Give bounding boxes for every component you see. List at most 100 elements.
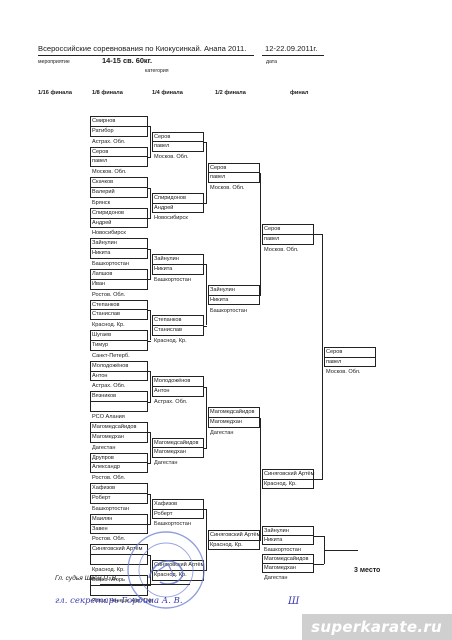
r16-join-1 — [150, 126, 151, 157]
sf-entry-4-firstname: Краснод. Кр. — [210, 541, 243, 548]
final-entry-2-surname: Синяговский Артём — [264, 470, 315, 477]
r16-entry-8-region: Санкт-Петерб. — [92, 352, 130, 359]
r16-entry-6-surname: Лапшов — [92, 271, 113, 277]
r16-entry-3-surname: Скачков — [92, 179, 114, 186]
r16-entry-4-surname: Спиридонов — [92, 209, 124, 216]
qf-entry-5-region: Астрах. Обл. — [154, 399, 188, 405]
r16-entry-3-region: Брянск — [92, 199, 111, 206]
qf-conn-6 — [204, 447, 207, 449]
third-entry-b-region: Дагестан — [264, 575, 288, 581]
r16-entry-13-divider — [90, 493, 148, 494]
qf-entry-3-region: Башкортостан — [154, 276, 191, 283]
final-conn-1 — [314, 234, 323, 236]
qf-entry-8-firstname: Краснод. Кр. — [154, 571, 187, 578]
qf-entry-5-divider — [152, 386, 204, 387]
qf-entry-5-firstname: Антон — [154, 388, 170, 395]
r16-entry-12-firstname: Александр — [92, 464, 120, 471]
sf-join-1 — [260, 172, 261, 296]
r16-entry-5-region: Башкортостан — [92, 261, 129, 267]
r16-entry-16-region: Ямал. Ненецк. Авт. Окр — [92, 597, 154, 604]
r16-entry-3-divider — [90, 187, 148, 188]
r16-entry-3-firstname: Валерий — [92, 189, 115, 195]
r16-entry-14-region: Ростов. Обл. — [92, 536, 126, 543]
r16-entry-15-surname: Синяговский Артём — [92, 546, 143, 553]
round-1-8: 1/8 финала — [92, 90, 123, 96]
sf-conn-2 — [260, 295, 261, 296]
r16-conn-2 — [148, 156, 151, 158]
final-entry-2-divider — [262, 478, 314, 480]
third-conn-a — [314, 535, 324, 537]
title-underline — [38, 55, 254, 56]
r16-entry-13-firstname: Роберт — [92, 495, 111, 501]
r16-join-2 — [150, 187, 151, 219]
qf-entry-4-divider — [152, 325, 204, 326]
qf-entry-1-region: Москов. Обл. — [154, 154, 189, 161]
r16-entry-1-region: Астрах. Обл. — [92, 138, 126, 145]
qf-entry-7-divider — [152, 508, 204, 510]
date-label: дата — [266, 59, 278, 65]
r16-entry-14-divider — [90, 523, 148, 525]
qf-entry-1-divider — [152, 141, 204, 143]
r16-entry-12-surname: Друпров — [92, 454, 114, 461]
r16-entry-1-firstname: Ратибор — [92, 127, 114, 134]
r16-join-8 — [150, 554, 151, 586]
final-join — [322, 234, 323, 480]
judge-signature-line — [100, 584, 190, 585]
third-result-line — [324, 549, 358, 551]
r16-entry-13-region: Башкортостан — [92, 505, 129, 512]
qf-entry-6-surname: Магомедсайидов — [154, 439, 199, 446]
r16-entry-9-surname: Молодожёнов — [92, 362, 129, 369]
r16-entry-10-divider — [90, 401, 148, 402]
sf-conn-4 — [260, 540, 261, 541]
r16-entry-11-firstname: Магомедхан — [92, 433, 124, 440]
r16-conn-8 — [148, 340, 151, 342]
qf-join-3 — [206, 386, 207, 448]
final-entry-1-surname: Серов — [264, 226, 281, 232]
r16-conn-6 — [148, 279, 151, 281]
r16-entry-1-surname: Смирнов — [92, 118, 116, 124]
r16-entry-9-region: Астрах. Обл. — [92, 383, 126, 390]
r16-entry-8-firstname: Тимур — [92, 342, 109, 348]
third-entry-b-divider — [262, 563, 314, 564]
sf-entry-3-firstname: Магомедхан — [210, 419, 242, 426]
r16-conn-4 — [148, 218, 151, 219]
event-dates: 12-22.09.2011г. — [265, 44, 318, 53]
sf-entry-1-divider — [208, 172, 260, 174]
qf-conn-1 — [204, 141, 207, 143]
qf-entry-2-surname: Спиридонов — [154, 194, 186, 201]
r16-entry-10-surname: Вязников — [92, 393, 117, 400]
qf-entry-8-divider — [152, 569, 204, 571]
qf-entry-3-surname: Зайнулин — [154, 256, 179, 262]
qf-entry-6-firstname: Магомедхан — [154, 449, 186, 456]
r16-entry-6-region: Ростов. Обл. — [92, 291, 126, 298]
sf-entry-4-divider — [208, 539, 260, 541]
r16-entry-9-firstname: Антон — [92, 372, 108, 379]
r16-entry-4-region: Новосибирск — [92, 230, 126, 237]
r16-conn-14 — [148, 524, 151, 525]
sf-entry-4-surname: Синяговский Артём — [210, 531, 261, 538]
qf-conn-5 — [204, 386, 207, 388]
qf-entry-7-surname: Хафизов — [154, 500, 178, 507]
r16-entry-8-divider — [90, 340, 148, 341]
third-conn-b — [314, 563, 324, 565]
stamp-seal — [127, 531, 205, 609]
r16-entry-12-region: Ростов. Обл. — [92, 475, 126, 482]
chief-judge: Гл. судья Швец П. В. — [55, 575, 118, 582]
r16-entry-2-divider — [90, 156, 148, 158]
dates-underline — [262, 55, 324, 56]
qf-entry-4-region: Краснод. Кр. — [154, 337, 187, 344]
round-final: финал — [290, 90, 309, 96]
watermark-text: superkarate.ru — [311, 618, 442, 636]
r16-entry-1-divider — [90, 125, 148, 127]
qf-conn-4 — [204, 325, 207, 327]
watermark-banner: superkarate.ru — [302, 614, 452, 640]
r16-entry-2-surname: Серов — [92, 148, 109, 155]
qf-entry-6-region: Дагестан — [154, 460, 178, 467]
r16-entry-16-surname: Бабко Мгорь — [92, 577, 125, 583]
r16-entry-11-surname: Магомедсайидов — [92, 424, 137, 430]
round-1-16: 1/16 финала — [38, 90, 72, 96]
sf-entry-2-divider — [208, 294, 260, 296]
sf-entry-3-divider — [208, 417, 260, 418]
r16-conn-9 — [148, 371, 151, 372]
qf-entry-1-surname: Серов — [154, 133, 171, 140]
